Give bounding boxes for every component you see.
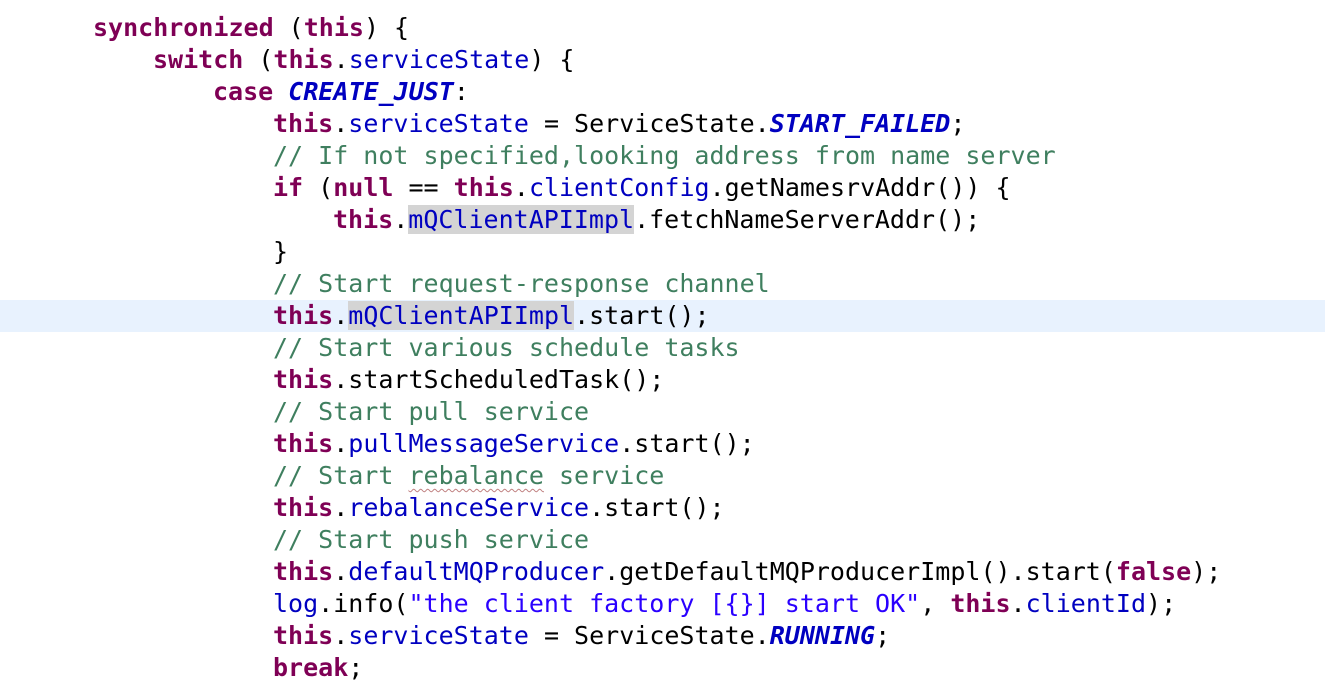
field-reference: serviceState [348,45,530,74]
code-line[interactable]: case CREATE_JUST: [0,76,1325,108]
enum-constant: RUNNING [769,621,876,650]
keyword: null [333,173,394,202]
code-text: .getNamesrvAddr()) { [709,173,1011,202]
code-line[interactable]: this.rebalanceService.start(); [0,492,1325,524]
comment: // If not specified,looking address from… [273,141,1056,170]
keyword: this [273,429,334,458]
keyword: synchronized [93,13,274,42]
code-text: ) { [529,45,575,74]
code-text: . [333,109,349,138]
comment: // Start pull service [273,397,590,426]
keyword: this [273,45,334,74]
code-text: } [273,237,289,266]
keyword: this [453,173,514,202]
code-line[interactable]: this.serviceState = ServiceState.START_F… [0,108,1325,140]
code-text: .start(); [619,429,755,458]
comment: service [543,461,665,490]
code-text: . [333,301,349,330]
code-line[interactable]: // Start push service [0,524,1325,556]
code-text: . [513,173,529,202]
code-line[interactable]: if (null == this.clientConfig.getNamesrv… [0,172,1325,204]
code-text: . [1010,589,1026,618]
code-text: ; [875,621,891,650]
occurrence-highlight: mQClientAPIImpl [408,205,635,234]
keyword: this [273,493,334,522]
keyword: this [273,365,334,394]
keyword: this [273,109,334,138]
code-text: .getDefaultMQProducerImpl().start( [604,557,1116,586]
keyword: this [303,13,364,42]
keyword: this [273,301,334,330]
enum-constant: CREATE_JUST [288,77,454,106]
field-reference: pullMessageService [348,429,620,458]
comment: // Start various schedule tasks [273,333,740,362]
comment: // Start [273,461,409,490]
string-literal: "the client factory [{}] start OK" [408,589,921,618]
keyword: switch [153,45,244,74]
keyword: this [950,589,1011,618]
code-text: = ServiceState. [528,621,770,650]
code-line[interactable]: // If not specified,looking address from… [0,140,1325,172]
code-line[interactable]: break; [0,652,1325,684]
occurrence-highlight: mQClientAPIImpl [348,301,575,330]
code-text: ; [950,109,966,138]
code-editor[interactable]: synchronized (this) {switch (this.servic… [0,12,1325,684]
code-line[interactable]: // Start various schedule tasks [0,332,1325,364]
code-text: .fetchNameServerAddr(); [634,205,981,234]
code-line[interactable]: synchronized (this) { [0,12,1325,44]
field-reference: clientId [1025,589,1147,618]
code-text: : [453,77,469,106]
field-reference: serviceState [348,109,529,138]
code-line[interactable]: this.pullMessageService.start(); [0,428,1325,460]
code-text: ); [1146,589,1177,618]
code-text: .start(); [574,301,710,330]
comment: // Start push service [273,525,590,554]
code-line[interactable]: // Start rebalance service [0,460,1325,492]
code-text: = ServiceState. [528,109,770,138]
comment: // Start request-response channel [273,269,770,298]
code-text: . [393,205,409,234]
keyword: false [1115,557,1192,586]
code-text: . [333,621,349,650]
code-text: , [920,589,951,618]
code-line[interactable]: switch (this.serviceState) { [0,44,1325,76]
keyword: this [273,557,334,586]
code-line[interactable]: this.serviceState = ServiceState.RUNNING… [0,620,1325,652]
field-reference: log [273,589,319,618]
keyword: this [273,621,334,650]
code-line[interactable]: } [0,236,1325,268]
code-line-current[interactable]: this.mQClientAPIImpl.start(); [0,300,1325,332]
code-line[interactable]: this.defaultMQProducer.getDefaultMQProdu… [0,556,1325,588]
code-text: ) { [363,13,410,42]
enum-constant: START_FAILED [769,109,951,138]
code-text: . [333,429,349,458]
code-line[interactable]: // Start request-response channel [0,268,1325,300]
code-text: .startScheduledTask(); [333,365,665,394]
field-reference: defaultMQProducer [348,557,605,586]
code-line[interactable]: log.info("the client factory [{}] start … [0,588,1325,620]
code-text: . [333,45,349,74]
keyword: case [213,77,274,106]
field-reference: serviceState [348,621,529,650]
field-reference: rebalanceService [348,493,590,522]
code-text: ; [348,653,364,682]
code-text [273,77,288,106]
keyword: if [273,173,304,202]
code-text: == [393,173,454,202]
spelling-warning: rebalance [408,461,544,490]
keyword: this [333,205,394,234]
code-text: ( [303,173,334,202]
code-text: . [333,557,349,586]
code-text: .start(); [589,493,725,522]
code-text: .info( [318,589,409,618]
field-reference: clientConfig [528,173,710,202]
code-text: ( [273,13,304,42]
keyword: break [273,653,349,682]
code-line[interactable]: this.startScheduledTask(); [0,364,1325,396]
code-text: ); [1191,557,1222,586]
code-text: . [333,493,349,522]
code-text: ( [243,45,274,74]
code-line[interactable]: this.mQClientAPIImpl.fetchNameServerAddr… [0,204,1325,236]
code-line[interactable]: // Start pull service [0,396,1325,428]
